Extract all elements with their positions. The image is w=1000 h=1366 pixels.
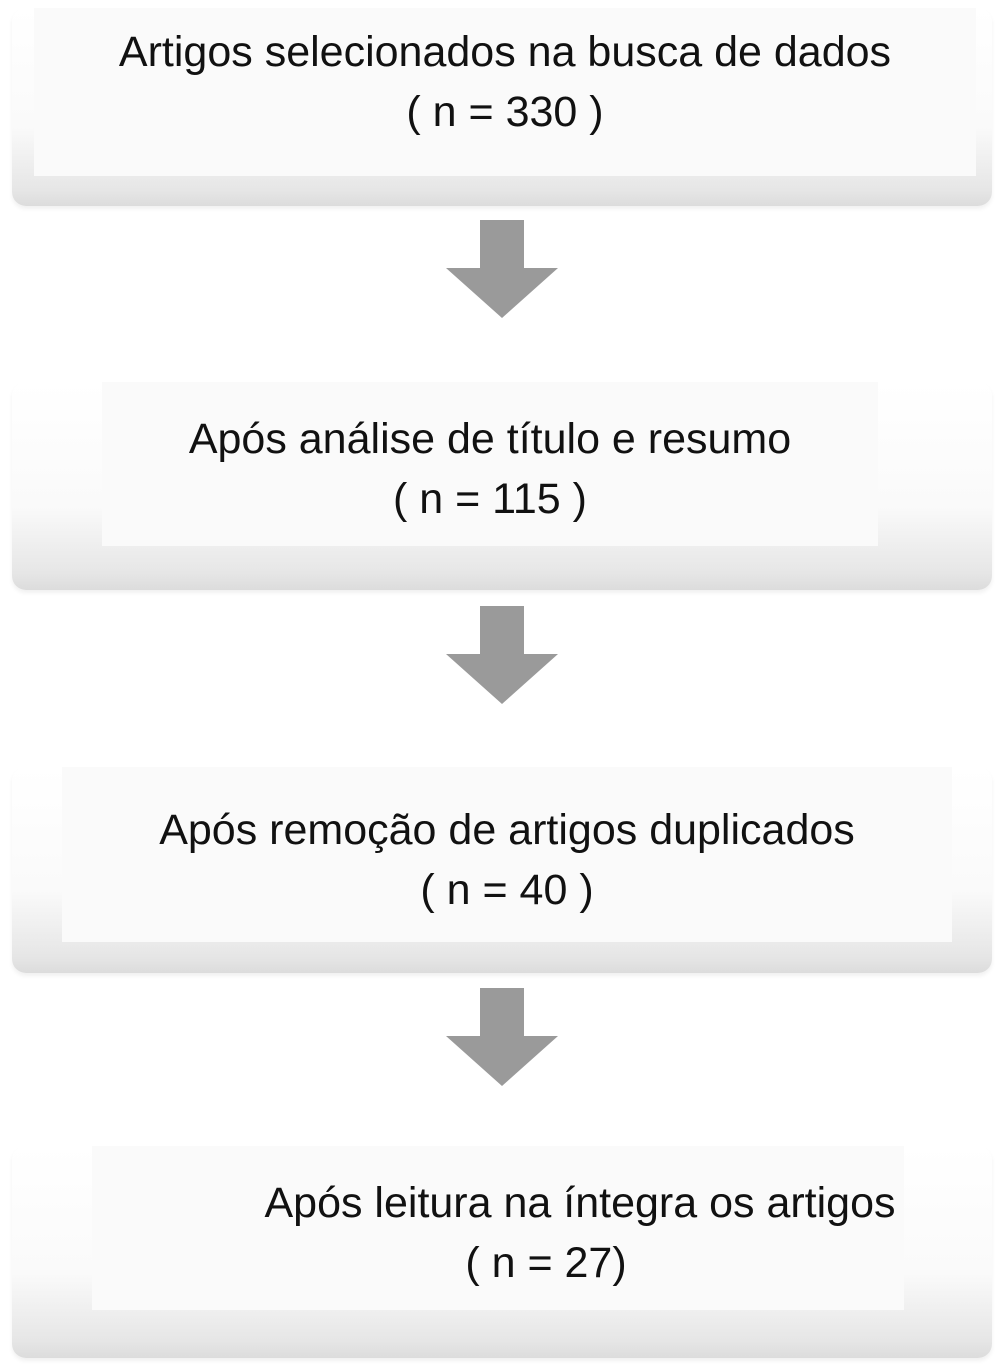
arrow-down-icon xyxy=(446,606,558,704)
step-3-label: Após remoção de artigos duplicados xyxy=(159,805,855,854)
step-4-box: Após leitura na íntegra os artigos ( n =… xyxy=(92,1146,904,1310)
step-3-box: Após remoção de artigos duplicados ( n =… xyxy=(62,767,952,942)
step-2-count: ( n = 115 ) xyxy=(392,475,587,523)
step-2-label: Após análise de título e resumo xyxy=(188,415,792,463)
step-1-label: Artigos selecionados na busca de dados xyxy=(118,28,892,76)
step-1-count: ( n = 330 ) xyxy=(406,88,604,136)
step-2-box: Após análise de título e resumo ( n = 11… xyxy=(102,382,878,546)
step-4-label: Após leitura na íntegra os artigos xyxy=(264,1179,896,1227)
step-3-count: ( n = 40 ) xyxy=(420,865,594,914)
step-4-count: ( n = 27) xyxy=(465,1239,627,1287)
step-1-box: Artigos selecionados na busca de dados (… xyxy=(34,8,976,176)
arrow-down-icon xyxy=(446,988,558,1086)
arrow-down-icon xyxy=(446,220,558,318)
